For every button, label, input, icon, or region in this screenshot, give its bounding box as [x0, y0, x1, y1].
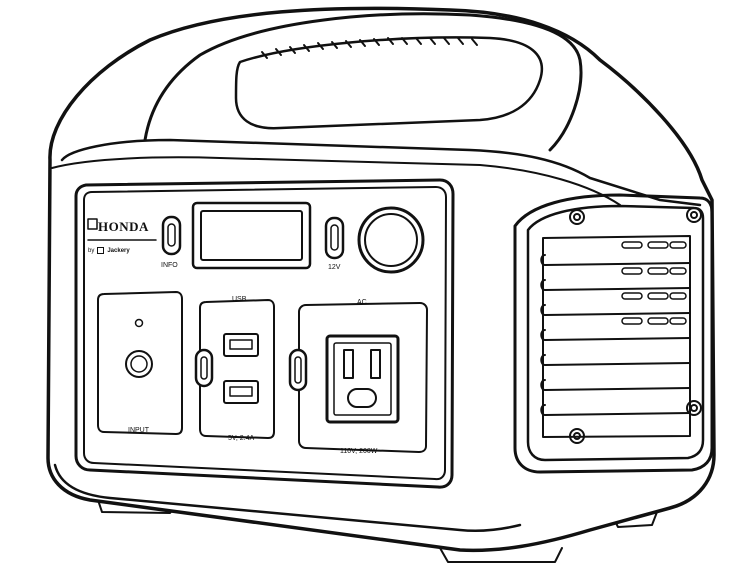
ac-section: [298, 302, 428, 453]
side-vents: [540, 254, 691, 416]
12v-label: 12V: [328, 264, 341, 271]
usb-rating-label: 5V, 2.4A: [228, 435, 255, 442]
ac-outlet[interactable]: [325, 334, 400, 424]
handle-grip: [234, 36, 543, 130]
side-screws: [569, 207, 702, 444]
front-panel-inner: [83, 186, 447, 481]
side-panel-outer: [513, 193, 714, 474]
top-surface-line: [51, 156, 621, 206]
info-label: INFO: [161, 262, 178, 269]
lcd-display: [191, 201, 312, 270]
input-port[interactable]: [125, 350, 153, 378]
handle-ribs: [261, 37, 478, 59]
side-panel-inner: [526, 204, 705, 462]
honda-logo-mark: [87, 218, 98, 230]
input-section: [97, 291, 183, 435]
usb-label: USB: [232, 296, 247, 303]
handle-outer: [143, 12, 583, 152]
side-vent-frame: [542, 235, 691, 438]
jackery-logo-icon: [97, 247, 105, 254]
side-vent-grid: [621, 241, 687, 325]
usb-port-2[interactable]: [223, 380, 259, 404]
12v-button[interactable]: [324, 216, 345, 260]
info-button[interactable]: [161, 215, 182, 256]
brand-name: HONDA: [98, 219, 149, 234]
usb-section: [199, 299, 275, 439]
ac-rating-label: 110V, 200W: [340, 448, 378, 455]
usb-button[interactable]: [194, 348, 214, 388]
ac-button[interactable]: [288, 348, 308, 392]
input-label: INPUT: [128, 427, 149, 434]
front-panel-outer: [74, 178, 455, 489]
front-base-band: [53, 463, 522, 533]
ac-label: AC: [357, 299, 367, 306]
usb-port-1[interactable]: [223, 333, 259, 357]
byline-by: by: [88, 247, 95, 254]
byline-partner: Jackery: [107, 247, 130, 254]
12v-car-port[interactable]: [357, 206, 425, 274]
input-indicator-light: [134, 318, 144, 328]
byline: by Jackery: [88, 247, 130, 254]
top-ridge: [60, 138, 702, 207]
